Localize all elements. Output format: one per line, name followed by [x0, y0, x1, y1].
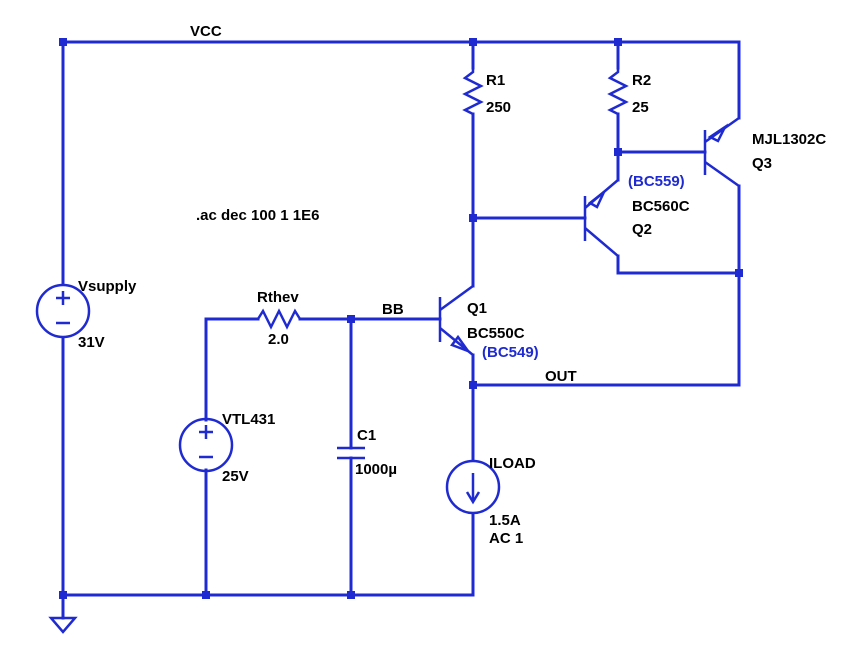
q2-emitter-arrow [587, 191, 606, 209]
current-source-icon [445, 459, 501, 515]
spice-directive: .ac dec 100 1 1E6 [196, 207, 319, 224]
q2-collector-lead [584, 227, 619, 257]
r2-name: R2 [632, 72, 651, 89]
junction-dot [614, 148, 622, 156]
junction-dot [469, 381, 477, 389]
r1-name: R1 [486, 72, 505, 89]
q3-collector-lead [704, 160, 740, 188]
c1-name: C1 [357, 427, 376, 444]
vtl431-name: VTL431 [222, 411, 275, 428]
junction-dot [59, 38, 67, 46]
q3-model: MJL1302C [752, 131, 826, 148]
vsupply-source [35, 283, 91, 339]
junction-dot [614, 38, 622, 46]
junction-dot [469, 38, 477, 46]
q1-note: (BC549) [482, 344, 539, 361]
junctions [59, 38, 743, 599]
iload-ac: AC 1 [489, 530, 523, 547]
rthev-resistor-icon [256, 308, 302, 330]
q1-model: BC550C [467, 325, 525, 342]
vsupply-name: Vsupply [78, 278, 137, 295]
ground-symbol-icon [48, 616, 78, 634]
voltage-source-icon [35, 283, 91, 339]
vtl431-source [178, 417, 234, 473]
junction-dot [347, 315, 355, 323]
rthev-name: Rthev [257, 289, 299, 306]
r2-value: 25 [632, 99, 649, 116]
net-label-vcc: VCC [190, 23, 222, 40]
voltage-source-icon [178, 417, 234, 473]
q2-transistor-icon [583, 179, 619, 257]
q2-note: (BC559) [628, 173, 685, 190]
junction-dot [469, 214, 477, 222]
r1-value: 250 [486, 99, 511, 116]
vtl431-value: 25V [222, 468, 249, 485]
net-label-bb: BB [382, 301, 404, 318]
q3-emitter-arrow [707, 123, 729, 143]
iload-source [445, 459, 501, 515]
q1-collector-lead [439, 284, 474, 312]
q2-model: BC560C [632, 198, 690, 215]
q1-name: Q1 [467, 300, 487, 317]
q3-name: Q3 [752, 155, 772, 172]
junction-dot [202, 591, 210, 599]
net-label-out: OUT [545, 368, 577, 385]
r1-resistor-icon [462, 68, 484, 116]
junction-dot [735, 269, 743, 277]
wires [61, 40, 741, 620]
q1-emitter-arrow [449, 334, 472, 354]
vsupply-value: 31V [78, 334, 105, 351]
c1-capacitor [337, 446, 365, 460]
q2-name: Q2 [632, 221, 652, 238]
junction-dot [59, 591, 67, 599]
r2-resistor-icon [607, 68, 629, 116]
c1-value: 1000µ [355, 461, 397, 478]
current-arrow-head [465, 491, 481, 505]
q3-transistor-icon [703, 116, 740, 188]
rthev-value: 2.0 [268, 331, 289, 348]
iload-value: 1.5A [489, 512, 521, 529]
junction-dot [347, 591, 355, 599]
q1-transistor-icon [438, 284, 474, 356]
iload-name: ILOAD [489, 455, 536, 472]
